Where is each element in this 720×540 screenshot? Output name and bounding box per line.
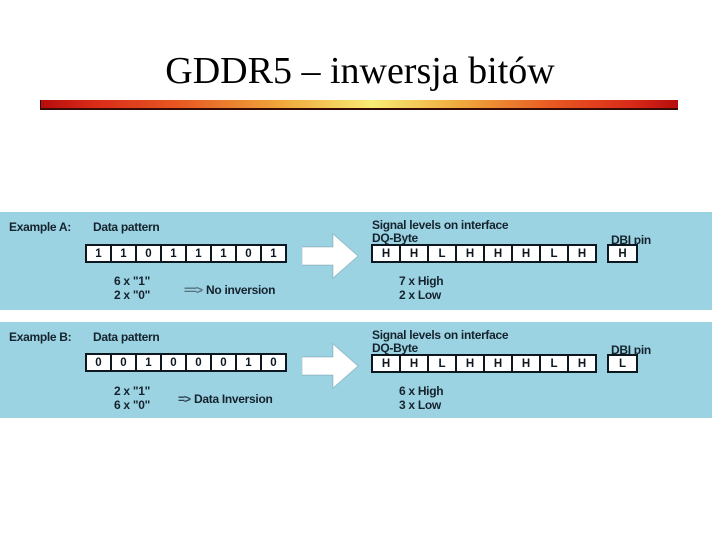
signal-cell: H <box>381 357 391 370</box>
bit-cell: 0 <box>160 355 185 370</box>
signal-cell: H <box>567 246 595 261</box>
bit-count-line: 6 x "1" <box>114 274 150 288</box>
signal-cell: L <box>427 246 455 261</box>
inversion-note: ==>No inversion <box>184 283 275 297</box>
bit-cell: 1 <box>210 246 235 261</box>
signal-counts: 7 x High 2 x Low <box>399 274 444 302</box>
signal-cell: H <box>483 246 511 261</box>
dbi-pin-label: DBI pin <box>611 233 651 247</box>
signal-count-line: 6 x High <box>399 384 444 398</box>
arrow-right-icon <box>302 232 359 280</box>
bit-cell: 1 <box>110 246 135 261</box>
signal-cell: H <box>455 246 483 261</box>
note-arrow: => <box>178 392 191 406</box>
bit-counts: 2 x "1" 6 x "0" <box>114 384 150 412</box>
bit-cell: 0 <box>135 246 160 261</box>
signal-count-line: 7 x High <box>399 274 444 288</box>
signal-cell: H <box>455 356 483 371</box>
signal-counts: 6 x High 3 x Low <box>399 384 444 412</box>
bit-cell: 0 <box>210 355 235 370</box>
signal-cell: H <box>483 356 511 371</box>
bit-cell: 1 <box>235 355 260 370</box>
bit-cell: 1 <box>185 246 210 261</box>
data-pattern-label: Data pattern <box>93 330 160 344</box>
bit-count-line: 2 x "0" <box>114 288 150 302</box>
bit-cell: 0 <box>95 356 102 369</box>
example-b-label: Example B: <box>9 330 72 344</box>
signal-level-cells: H H L H H H L H <box>371 244 597 263</box>
note-text: No inversion <box>206 283 276 297</box>
bit-cell: 0 <box>235 246 260 261</box>
signal-cell: H <box>381 247 391 260</box>
bit-cell: 1 <box>95 247 102 260</box>
signal-count-line: 3 x Low <box>399 398 441 412</box>
example-b-panel: Example B: Data pattern 0 0 1 0 0 0 1 0 … <box>0 322 712 418</box>
dbi-pin-label: DBI pin <box>611 343 651 357</box>
arrow-right-icon <box>302 342 359 390</box>
bit-counts: 6 x "1" 2 x "0" <box>114 274 150 302</box>
signal-levels-label: Signal levels on interface <box>372 218 509 232</box>
example-a-label: Example A: <box>9 220 71 234</box>
dq-byte-label: DQ-Byte <box>372 341 418 355</box>
note-arrow: ==> <box>184 283 203 297</box>
bit-cell: 0 <box>260 355 285 370</box>
signal-cell: H <box>567 356 595 371</box>
signal-cell: H <box>511 246 539 261</box>
bit-cell: 0 <box>110 355 135 370</box>
bit-cell: 1 <box>260 246 285 261</box>
inversion-note: =>Data Inversion <box>178 392 273 406</box>
note-text: Data Inversion <box>194 392 273 406</box>
signal-cell: L <box>539 246 567 261</box>
slide-title: GDDR5 – inwersja bitów <box>165 50 555 92</box>
signal-count-line: 2 x Low <box>399 288 441 302</box>
bit-cell: 1 <box>135 355 160 370</box>
dq-byte-label: DQ-Byte <box>372 231 418 245</box>
bit-count-line: 6 x "0" <box>114 398 150 412</box>
data-pattern-cells: 1 1 0 1 1 1 0 1 <box>85 244 287 263</box>
signal-levels-label: Signal levels on interface <box>372 328 509 342</box>
data-pattern-label: Data pattern <box>93 220 160 234</box>
title-underline <box>40 100 678 110</box>
dbi-value: H <box>618 247 627 260</box>
data-pattern-cells: 0 0 1 0 0 0 1 0 <box>85 353 287 372</box>
dbi-value: L <box>618 357 627 370</box>
bit-cell: 1 <box>160 246 185 261</box>
signal-cell: H <box>511 356 539 371</box>
dbi-pin-cell: H <box>607 244 638 263</box>
signal-cell: H <box>399 356 427 371</box>
example-a-panel: Example A: Data pattern 1 1 0 1 1 1 0 1 … <box>0 212 712 310</box>
dbi-pin-cell: L <box>607 354 638 373</box>
signal-cell: L <box>539 356 567 371</box>
signal-level-cells: H H L H H H L H <box>371 354 597 373</box>
signal-cell: H <box>399 246 427 261</box>
bit-count-line: 2 x "1" <box>114 384 150 398</box>
bit-cell: 0 <box>185 355 210 370</box>
signal-cell: L <box>427 356 455 371</box>
